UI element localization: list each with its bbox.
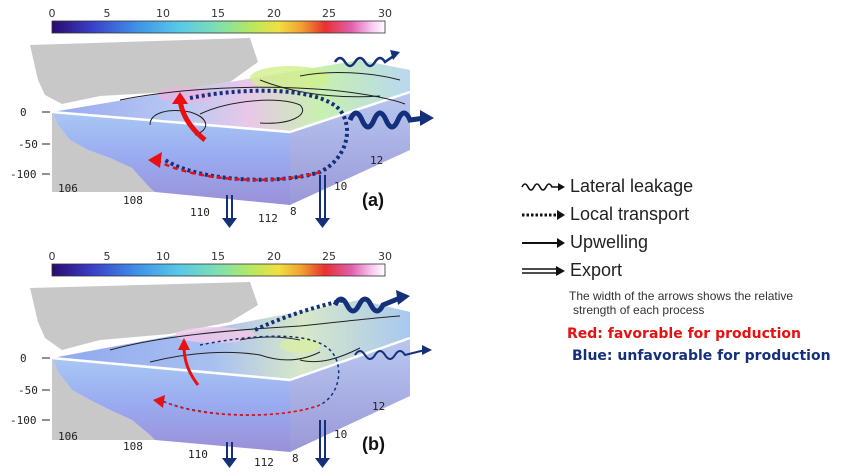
legend-lateral-leakage: Lateral leakage bbox=[520, 176, 693, 197]
panel-a: 0 5 10 15 20 25 30 0 bbox=[10, 7, 434, 228]
lat-tick-a: 8 bbox=[290, 205, 297, 218]
lateral-leakage-head-a-big bbox=[420, 110, 434, 126]
local-transport-return-b bbox=[164, 401, 321, 416]
lon-tick-b: 112 bbox=[254, 456, 274, 469]
colorbar-a bbox=[51, 20, 386, 34]
colorbar-a-tick: 20 bbox=[267, 7, 281, 20]
lateral-leakage-arrow-b-big bbox=[332, 295, 401, 314]
depth-tick-a: -100 bbox=[10, 168, 37, 181]
surface-edge-a2 bbox=[289, 90, 411, 134]
squiggle-arrow-icon bbox=[521, 182, 565, 191]
colorbar-a-tick: 15 bbox=[211, 7, 225, 20]
colorbar-b-tick: 5 bbox=[104, 250, 111, 263]
lon-tick-b: 106 bbox=[58, 430, 78, 443]
colorbar-a-tick: 0 bbox=[49, 7, 56, 20]
legend-note-line1: The width of the arrows shows the relati… bbox=[569, 289, 794, 303]
lateral-leakage-arrow-b-small bbox=[354, 349, 426, 360]
lateral-leakage-arrow-a-small bbox=[333, 53, 396, 68]
legend-label: Export bbox=[570, 260, 623, 280]
land-a-side bbox=[52, 112, 155, 192]
lon-tick-a: 110 bbox=[190, 206, 210, 219]
legend-upwelling: Upwelling bbox=[520, 232, 648, 253]
upwelling-head-b bbox=[178, 338, 190, 350]
lat-tick-b: 10 bbox=[334, 428, 347, 441]
legend-export: Export bbox=[520, 260, 622, 281]
pink-patch-b bbox=[175, 327, 255, 343]
legend-local-transport: Local transport bbox=[520, 204, 689, 225]
solid-arrow-icon bbox=[522, 237, 565, 248]
local-transport-return-a bbox=[159, 160, 321, 182]
local-transport-head-a bbox=[148, 152, 162, 168]
panel-b: 0 5 10 15 20 25 30 0 -50 -100 106 108 bbox=[10, 250, 432, 469]
lateral-leakage-head-b-big bbox=[396, 290, 410, 305]
colorbar-b bbox=[51, 263, 386, 277]
contour-b bbox=[299, 347, 361, 363]
depth-tick-a: 0 bbox=[20, 106, 27, 119]
legend-label: Upwelling bbox=[570, 232, 649, 252]
lon-tick-a: 112 bbox=[258, 212, 278, 225]
ocean-front-a bbox=[52, 112, 290, 205]
surface-edge-b2 bbox=[289, 336, 411, 382]
lat-tick-a: 12 bbox=[370, 154, 383, 167]
land-b bbox=[30, 282, 258, 350]
export-head-a bbox=[315, 218, 330, 228]
contour-a bbox=[149, 110, 207, 136]
lat-tick-b: 12 bbox=[372, 400, 385, 413]
contour-a bbox=[119, 86, 406, 105]
surface-edge-b bbox=[51, 356, 291, 382]
contour-a bbox=[299, 72, 401, 81]
local-transport-head-b bbox=[153, 395, 165, 408]
colorbar-b-tick: 0 bbox=[49, 250, 56, 263]
lon-tick-a: 106 bbox=[58, 182, 78, 195]
land-a bbox=[30, 38, 258, 104]
colorbar-b-tick: 15 bbox=[211, 250, 225, 263]
legend-label: Lateral leakage bbox=[570, 176, 694, 196]
upwelling-head-a bbox=[172, 92, 188, 104]
contour-b bbox=[149, 351, 321, 363]
legend-note: The width of the arrows shows the relati… bbox=[569, 289, 793, 317]
colorbar-b-tick: 30 bbox=[378, 250, 392, 263]
lon-tick-b: 108 bbox=[123, 440, 143, 453]
export-head-b bbox=[315, 458, 330, 468]
legend-label: Local transport bbox=[570, 204, 690, 224]
colorbar-a-tick: 5 bbox=[104, 7, 111, 20]
lon-tick-b: 110 bbox=[188, 448, 208, 461]
double-arrow-icon bbox=[522, 265, 565, 276]
legend-note-line2: strength of each process bbox=[573, 303, 705, 317]
surface-edge-a bbox=[51, 110, 291, 134]
lat-tick-b: 8 bbox=[292, 452, 299, 465]
dotted-arrow-icon bbox=[522, 209, 565, 220]
lon-tick-a: 108 bbox=[123, 194, 143, 207]
lateral-leakage-head-b-small bbox=[422, 345, 432, 355]
depth-tick-b: -50 bbox=[18, 384, 38, 397]
export-head-b bbox=[222, 458, 237, 468]
lateral-leakage-arrow-a-big bbox=[347, 110, 426, 130]
panel-label-b: (b) bbox=[362, 434, 385, 454]
colorbar-a-tick: 25 bbox=[322, 7, 336, 20]
depth-tick-b: -100 bbox=[10, 414, 37, 427]
legend-unfavorable: Blue: unfavorable for production bbox=[572, 348, 831, 364]
pink-patch-a bbox=[157, 87, 213, 103]
contour-b bbox=[109, 315, 401, 351]
warm-patch-b bbox=[280, 337, 320, 353]
colorbar-a-tick: 30 bbox=[378, 7, 392, 20]
panel-label-a: (a) bbox=[362, 190, 384, 210]
contour-b bbox=[239, 336, 301, 341]
colorbar-a-tick: 10 bbox=[156, 7, 170, 20]
colorbar-b-tick: 10 bbox=[156, 250, 170, 263]
lat-tick-a: 10 bbox=[334, 180, 347, 193]
warm-patch-a bbox=[250, 66, 330, 90]
colorbar-b-tick: 20 bbox=[267, 250, 281, 263]
legend-favorable: Red: favorable for production bbox=[567, 326, 801, 342]
land-b-side bbox=[52, 358, 155, 440]
contour-a bbox=[199, 99, 303, 124]
colorbar-b-tick: 25 bbox=[322, 250, 336, 263]
lateral-leakage-head-a-small bbox=[390, 50, 400, 60]
depth-tick-a: -50 bbox=[18, 138, 38, 151]
depth-tick-b: 0 bbox=[20, 352, 27, 365]
export-head-a bbox=[222, 218, 237, 228]
